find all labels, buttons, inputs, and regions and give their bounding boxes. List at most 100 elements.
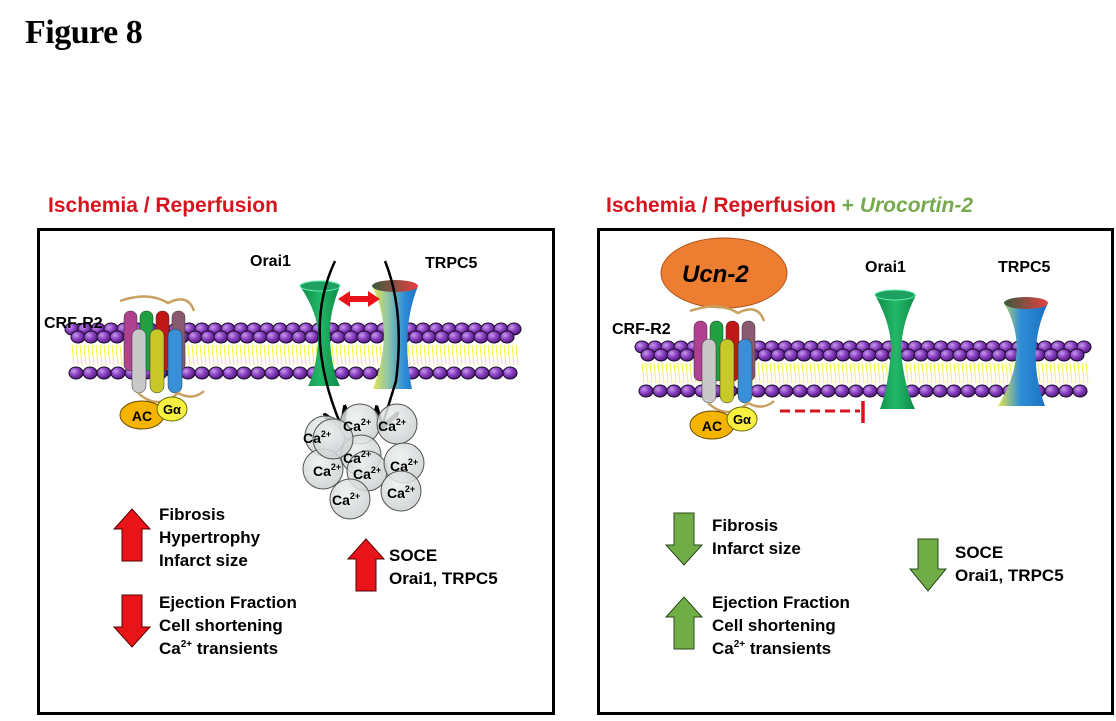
lipid-tail [79, 344, 83, 366]
lipid-head [109, 330, 125, 344]
right-panel-title: Ischemia / Reperfusion + Urocortin-2 [606, 194, 973, 218]
trpc5-label: TRPC5 [998, 259, 1051, 276]
receptor-loop [707, 400, 775, 414]
lipid-head [874, 348, 890, 362]
soce-text: SOCE Orai1, TRPC5 [955, 541, 1064, 587]
effect-item: Ca2+ transients [159, 637, 297, 660]
lipid-tail [515, 344, 519, 366]
lipid-head [474, 366, 490, 380]
lipid-tail [343, 344, 347, 366]
down-arrow-ejection [112, 594, 152, 648]
effect-item: Cell shortening [712, 616, 836, 635]
lipid-tail [1069, 362, 1073, 384]
lipid-head [848, 348, 864, 362]
receptor-loop [137, 390, 205, 404]
lipid-tail [969, 362, 973, 384]
lipid-head [408, 330, 424, 344]
lipid-tail [957, 362, 961, 384]
up-effects-list: Fibrosis Hypertrophy Infarct size [159, 503, 260, 572]
lipid-tail [271, 344, 275, 366]
lipid-tail [681, 362, 685, 384]
lipid-head [939, 348, 955, 362]
lipid-head [679, 348, 695, 362]
lipid-head [236, 366, 252, 380]
galpha-protein [156, 396, 188, 422]
lipid-tail [985, 362, 989, 384]
trpc5-channel [372, 286, 418, 389]
lipid-tail [203, 344, 207, 366]
lipid-head [783, 348, 799, 362]
lipid-tail [459, 344, 463, 366]
right-title-plus: + [835, 194, 860, 217]
lipid-tail [645, 362, 649, 384]
trpc5-label: TRPC5 [425, 255, 478, 272]
lipid-head [208, 366, 224, 380]
ca-text: Ca [712, 639, 734, 658]
lipid-head [304, 330, 320, 344]
lipid-tail [1041, 362, 1045, 384]
lipid-tail [499, 344, 503, 366]
lipid-tail [789, 362, 793, 384]
lipid-head [778, 384, 794, 398]
lipid-tail [267, 344, 271, 366]
lipid-tail [423, 344, 427, 366]
lipid-tail [765, 362, 769, 384]
lipid-tail [99, 344, 103, 366]
lipid-head [502, 366, 518, 380]
lipid-tail [255, 344, 259, 366]
lipid-tail [921, 362, 925, 384]
lipid-tail [1053, 362, 1057, 384]
lipid-head [1058, 384, 1074, 398]
lipid-tail [415, 344, 419, 366]
crf-r2-label: CRF-R2 [612, 321, 671, 338]
lipid-head [900, 348, 916, 362]
lipid-head [473, 330, 489, 344]
lipid-tail [673, 362, 677, 384]
transients-text: transients [192, 639, 279, 658]
lipid-tail [881, 362, 885, 384]
crf-r2-label: CRF-R2 [44, 315, 103, 332]
lipid-head [638, 384, 654, 398]
galpha-label: Gα [733, 412, 751, 427]
lipid-tail [283, 344, 287, 366]
lipid-tail [665, 362, 669, 384]
lipid-tail [949, 362, 953, 384]
lipid-tail [933, 362, 937, 384]
lipid-head [264, 366, 280, 380]
soce-text: SOCE Orai1, TRPC5 [389, 544, 498, 590]
down-arrow-soce [908, 538, 948, 592]
trpc5-channel-top [372, 280, 418, 292]
lipid-head [974, 384, 990, 398]
lipid-tail [83, 344, 87, 366]
lipid-tail [507, 344, 511, 366]
lipid-tail [371, 344, 375, 366]
lipid-tail [853, 362, 857, 384]
lipid-tail [801, 362, 805, 384]
lipid-tail [455, 344, 459, 366]
lipid-tail [757, 362, 761, 384]
lipid-tail [191, 344, 195, 366]
lipid-tail [653, 362, 657, 384]
effect-item: Infarct size [159, 551, 248, 570]
lipid-head [770, 348, 786, 362]
lipid-head [434, 330, 450, 344]
lipid-head [653, 348, 669, 362]
lipid-tail [761, 362, 765, 384]
lipid-head [1072, 384, 1088, 398]
transmembrane-helix [131, 328, 147, 394]
lipid-tail [295, 344, 299, 366]
lipid-head [952, 348, 968, 362]
lipid-tail [1085, 362, 1089, 384]
lipid-head [278, 366, 294, 380]
transients-text: transients [745, 639, 832, 658]
lipid-tail [1073, 362, 1077, 384]
lipid-tail [669, 362, 673, 384]
lipid-tail [103, 344, 107, 366]
lipid-tail [195, 344, 199, 366]
lipid-head [757, 348, 773, 362]
up-arrow-soce [346, 538, 386, 592]
lipid-tail [793, 362, 797, 384]
